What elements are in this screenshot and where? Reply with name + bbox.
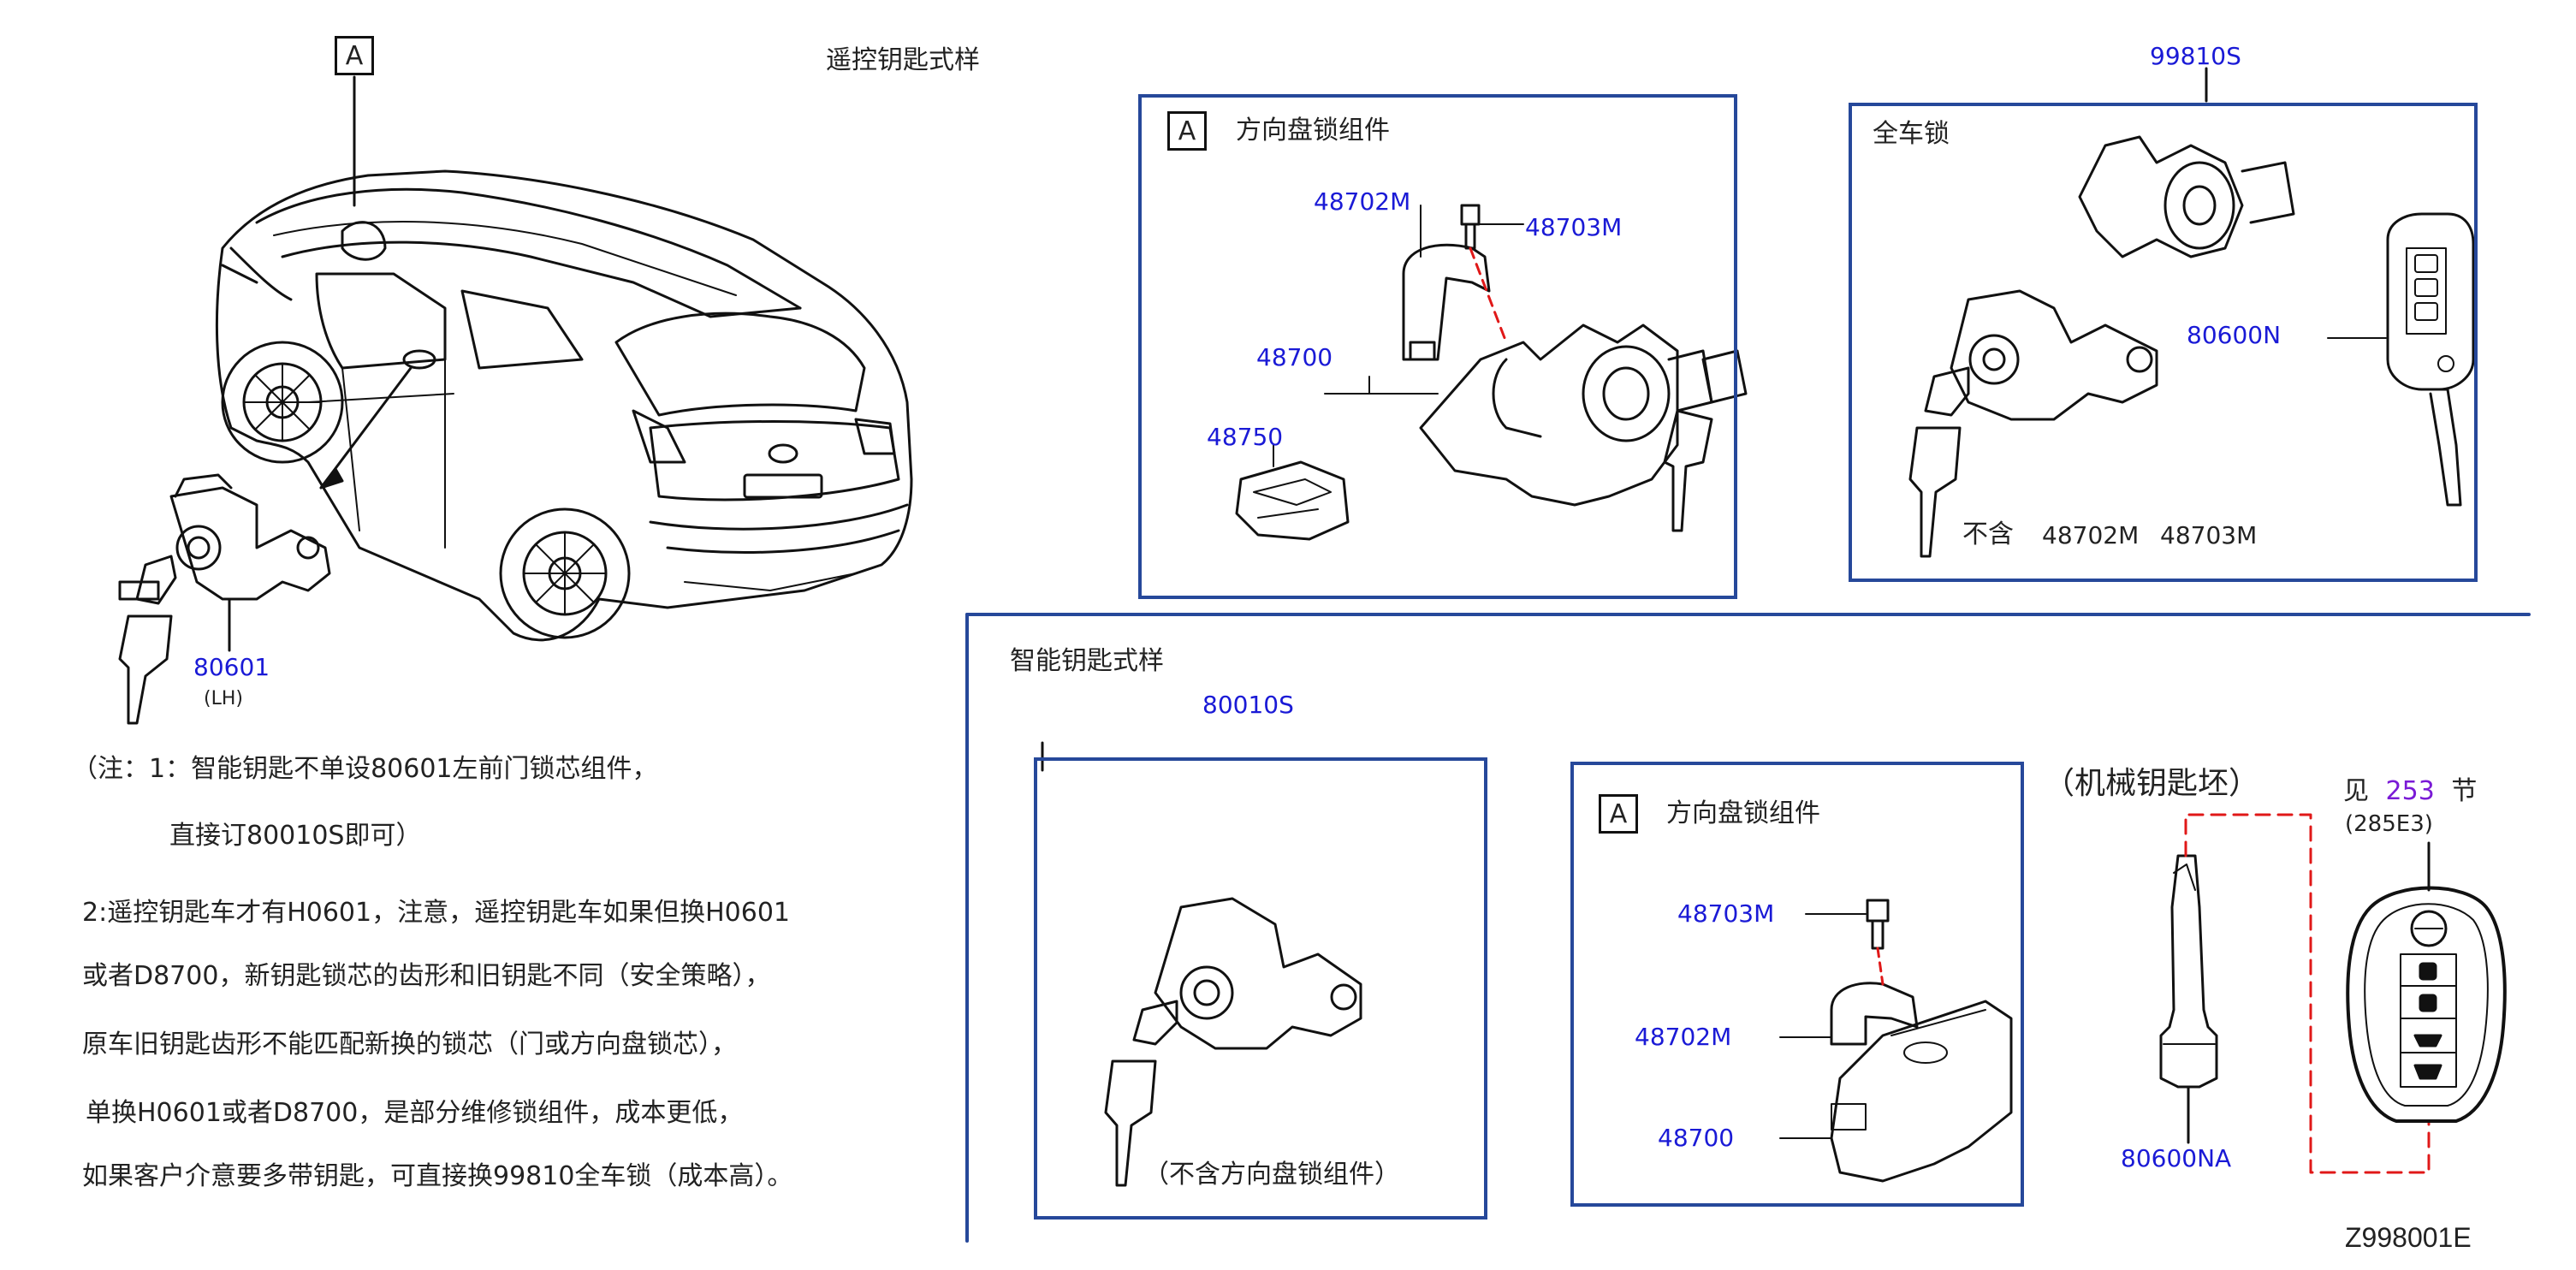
smart-lock-code: 80010S <box>1202 691 1294 719</box>
part-80601: 80601 <box>193 653 270 681</box>
full-lock-exclude-48703M: 48703M <box>2160 521 2258 549</box>
note2-line1: 2:遥控钥匙车才有H0601，注意，遥控钥匙车如果但换H0601 <box>82 898 791 928</box>
remote-part-48750: 48750 <box>1207 423 1284 451</box>
smart-steering-lock-title: 方向盘锁组件 <box>1666 798 1820 828</box>
smart-part-48703M: 48703M <box>1677 899 1775 928</box>
smart-steering-lock <box>1830 899 2013 1183</box>
mechanical-key-blade-part: 80600NA <box>2121 1144 2232 1172</box>
smart-key-fob <box>2346 886 2507 1123</box>
smart-lock-caption: （不含方向盘锁组件） <box>1143 1160 1400 1190</box>
remote-steering-ref-box: A <box>1167 111 1207 151</box>
smart-lock-box <box>1034 757 1487 1220</box>
note2-line4: 单换H0601或者D8700，是部分维修锁组件，成本更低， <box>86 1098 744 1128</box>
fob-code: (285E3) <box>2345 811 2433 837</box>
see-section-number[interactable]: 253 <box>2385 776 2435 806</box>
remote-key-style-title: 遥控钥匙式样 <box>826 45 980 75</box>
diagram-code: Z998001E <box>2345 1222 2472 1253</box>
full-lock-excludes-label: 不含 <box>1962 519 2014 549</box>
remote-part-48700: 48700 <box>1256 343 1333 371</box>
door-lock-cylinder-80601 <box>118 473 331 725</box>
vehicle-ref-box: A <box>335 36 374 75</box>
smart-door-cylinder <box>1104 897 1362 1187</box>
full-lock-exclude-48702M: 48702M <box>2042 521 2140 549</box>
full-lock-set <box>1908 135 2475 558</box>
see-section-link[interactable]: 见 253 节 <box>2343 779 2477 804</box>
remote-steering-lock-box <box>1138 94 1737 599</box>
smart-key-style-title: 智能钥匙式样 <box>1010 646 1164 676</box>
full-lock-key-part: 80600N <box>2187 321 2282 349</box>
note2-line3: 原车旧钥匙齿形不能匹配新换的锁芯（门或方向盘锁芯）， <box>82 1030 737 1059</box>
vehicle-drawing <box>215 169 913 642</box>
remote-part-48702M: 48702M <box>1314 187 1411 216</box>
full-lock-code: 99810S <box>2150 42 2241 70</box>
remote-part-48703M: 48703M <box>1525 213 1623 241</box>
smart-part-48702M: 48702M <box>1635 1023 1732 1051</box>
smart-part-48700: 48700 <box>1658 1124 1735 1152</box>
note2-line2: 或者D8700，新钥匙锁芯的齿形和旧钥匙不同（安全策略）， <box>82 961 771 991</box>
smart-steering-lock-box <box>1570 762 2024 1207</box>
mechanical-key-blade <box>2159 854 2218 1089</box>
full-lock-box <box>1849 103 2478 582</box>
smart-steering-ref-box: A <box>1599 794 1638 834</box>
fob-hold-label: HOLD <box>2413 1022 2441 1033</box>
note1-line1: （注：1：智能钥匙不单设80601左前门锁芯组件， <box>72 754 658 784</box>
part-80601-side: (LH) <box>204 688 243 709</box>
see-prefix: 见 <box>2343 776 2369 806</box>
note1-line2: 直接订80010S即可） <box>169 821 422 851</box>
remote-steering-lock-title: 方向盘锁组件 <box>1236 116 1390 145</box>
see-suffix: 节 <box>2451 776 2478 806</box>
full-lock-title: 全车锁 <box>1873 119 1950 149</box>
mechanical-key-title: （机械钥匙坯） <box>2044 766 2260 801</box>
note2-line5: 如果客户介意要多带钥匙，可直接换99810全车锁（成本高）。 <box>82 1161 793 1191</box>
